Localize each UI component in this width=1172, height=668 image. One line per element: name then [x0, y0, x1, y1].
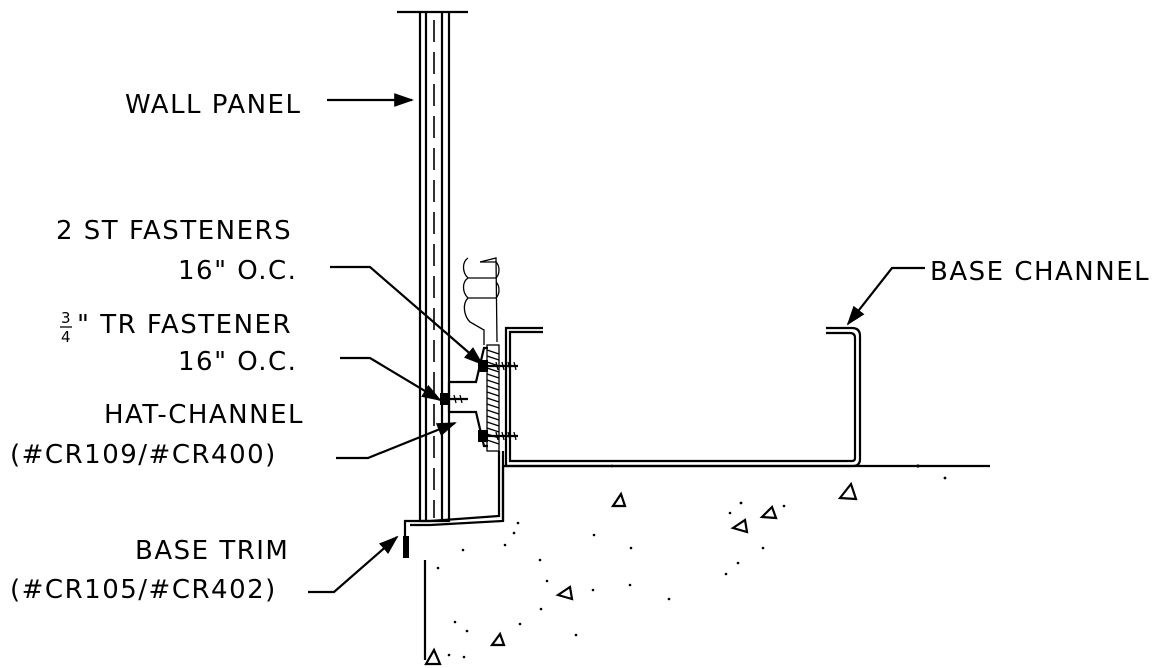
- concrete-slab: [423, 464, 990, 666]
- st-fastener-bottom: [478, 430, 518, 442]
- tr-fastener-fraction-num: 3: [61, 309, 72, 327]
- base-channel-leader: [846, 266, 925, 326]
- wall-panel: [397, 10, 468, 523]
- st-fasteners-label-line1: 2 ST FASTENERS: [56, 216, 292, 246]
- hat-channel-label-line1: HAT-CHANNEL: [104, 400, 304, 430]
- insulation: [462, 257, 500, 345]
- tr-fastener-leader: [340, 356, 442, 402]
- st-fastener-top: [478, 360, 518, 372]
- base-trim-leader: [308, 535, 399, 594]
- base-channel-label: BASE CHANNEL: [930, 257, 1150, 287]
- base-trim-label-line1: BASE TRIM: [135, 536, 289, 566]
- st-fasteners-label-line2: 16" O.C.: [178, 256, 297, 286]
- base-trim-label-line2: (#CR105/#CR402): [10, 575, 277, 605]
- hat-channel-label-line2: (#CR109/#CR400): [10, 440, 277, 470]
- hat-channel-leader: [336, 421, 457, 460]
- base-trim-drip: [403, 536, 409, 558]
- st-fasteners-leader: [330, 265, 484, 366]
- insulation-outline: [479, 257, 498, 343]
- base-channel: [504, 326, 862, 468]
- tr-fastener: [440, 393, 468, 405]
- tr-fastener-label-line1: " TR FASTENER: [77, 310, 292, 340]
- tr-fastener-fraction-den: 4: [61, 328, 72, 346]
- tr-fastener-label-line2: 16" O.C.: [178, 347, 297, 377]
- wall-panel-label: WALL PANEL: [125, 90, 301, 120]
